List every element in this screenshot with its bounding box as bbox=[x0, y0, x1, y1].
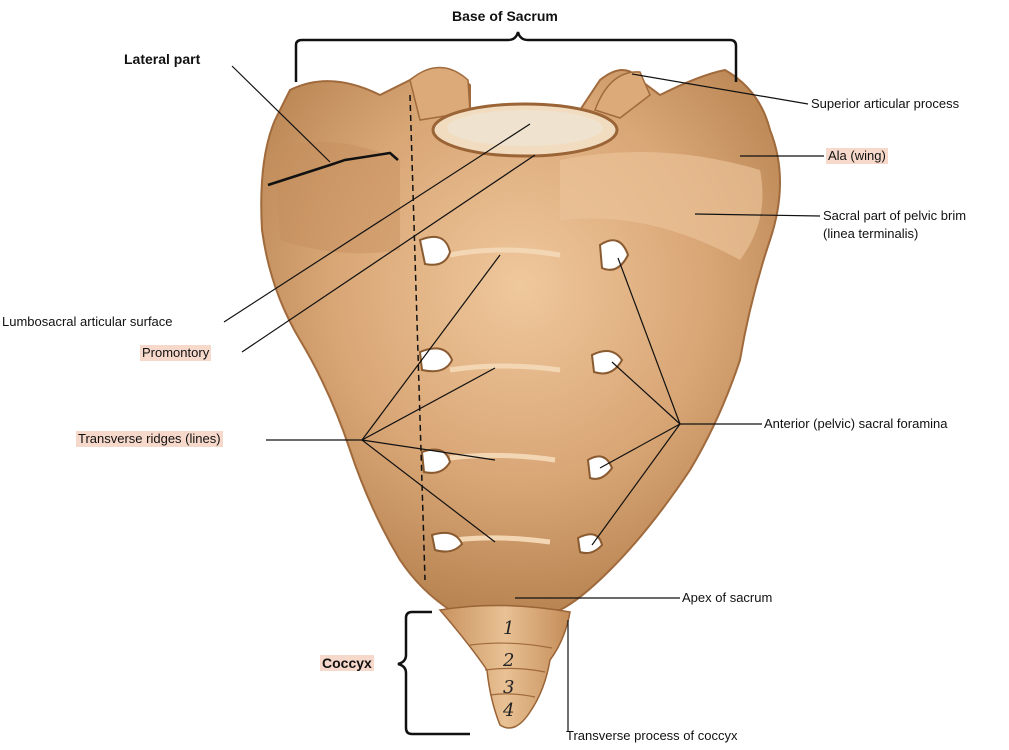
leader-transverse-a bbox=[361, 254, 501, 441]
leader-transverse-d bbox=[361, 439, 496, 543]
leader-lines bbox=[223, 65, 824, 732]
right-superior-articular-process bbox=[594, 71, 651, 119]
ala-shading bbox=[560, 152, 763, 260]
foramen-right-2 bbox=[590, 350, 624, 375]
foramen-right-1 bbox=[598, 239, 630, 271]
coccyx-segment-line-1 bbox=[469, 642, 553, 649]
label-base-of-sacrum: Base of Sacrum bbox=[452, 8, 558, 24]
leader-foramina-a bbox=[617, 257, 681, 425]
coccyx-segment-line-2 bbox=[484, 667, 546, 673]
transverse-ridge-3 bbox=[449, 452, 556, 463]
label-pelvic-brim-line1: Sacral part of pelvic brim bbox=[823, 208, 967, 223]
label-transverse-ridges: Transverse ridges (lines) bbox=[76, 431, 223, 447]
lateral-part-boundary bbox=[267, 151, 399, 187]
leader-lumbosacral bbox=[223, 123, 531, 323]
label-superior-articular-process: Superior articular process bbox=[811, 96, 960, 111]
label-lumbosacral-surface: Lumbosacral articular surface bbox=[2, 314, 173, 329]
coccyx-segment-line-3 bbox=[489, 693, 536, 698]
leader-foramina-b bbox=[611, 361, 681, 425]
coccyx-number-2: 2 bbox=[503, 650, 515, 671]
lateral-boundary-dashed-line bbox=[409, 94, 426, 581]
lumbosacral-surface-inner bbox=[447, 110, 603, 146]
label-lateral-part: Lateral part bbox=[124, 51, 201, 67]
leader-promontory bbox=[241, 154, 536, 353]
label-transverse-process-coccyx: Transverse process of coccyx bbox=[566, 728, 738, 743]
label-coccyx: Coccyx bbox=[320, 655, 374, 671]
foramen-left-4 bbox=[430, 531, 464, 553]
leader-foramina-d bbox=[591, 423, 681, 546]
transverse-ridge-2 bbox=[449, 363, 561, 373]
leader-foramina-c bbox=[599, 423, 681, 469]
leader-transverse-b bbox=[361, 367, 496, 441]
leader-lateral-part bbox=[231, 65, 331, 163]
coccyx-brace bbox=[397, 610, 470, 736]
lateral-part-shading bbox=[275, 142, 400, 254]
base-of-sacrum-brace bbox=[294, 31, 738, 82]
transverse-ridge-4 bbox=[454, 535, 551, 545]
coccyx-number-3: 3 bbox=[503, 677, 515, 698]
leader-superior-articular bbox=[631, 73, 809, 105]
foramen-left-2 bbox=[418, 347, 454, 373]
label-ala: Ala (wing) bbox=[826, 148, 888, 164]
coccyx-number-1: 1 bbox=[503, 618, 515, 639]
transverse-ridge-1 bbox=[449, 247, 561, 258]
sacral-foramina bbox=[418, 236, 630, 555]
leader-pelvic-brim bbox=[694, 213, 821, 217]
coccyx-number-4: 4 bbox=[503, 700, 515, 721]
foramen-left-3 bbox=[420, 448, 452, 474]
label-apex-of-sacrum: Apex of sacrum bbox=[682, 590, 773, 605]
leader-transverse-c bbox=[361, 439, 496, 461]
left-superior-articular-process bbox=[409, 66, 471, 121]
label-promontory: Promontory bbox=[140, 345, 212, 361]
label-anterior-foramina: Anterior (pelvic) sacral foramina bbox=[764, 416, 948, 431]
foramen-left-1 bbox=[418, 236, 452, 266]
label-pelvic-brim-line2: (linea terminalis) bbox=[823, 226, 919, 241]
